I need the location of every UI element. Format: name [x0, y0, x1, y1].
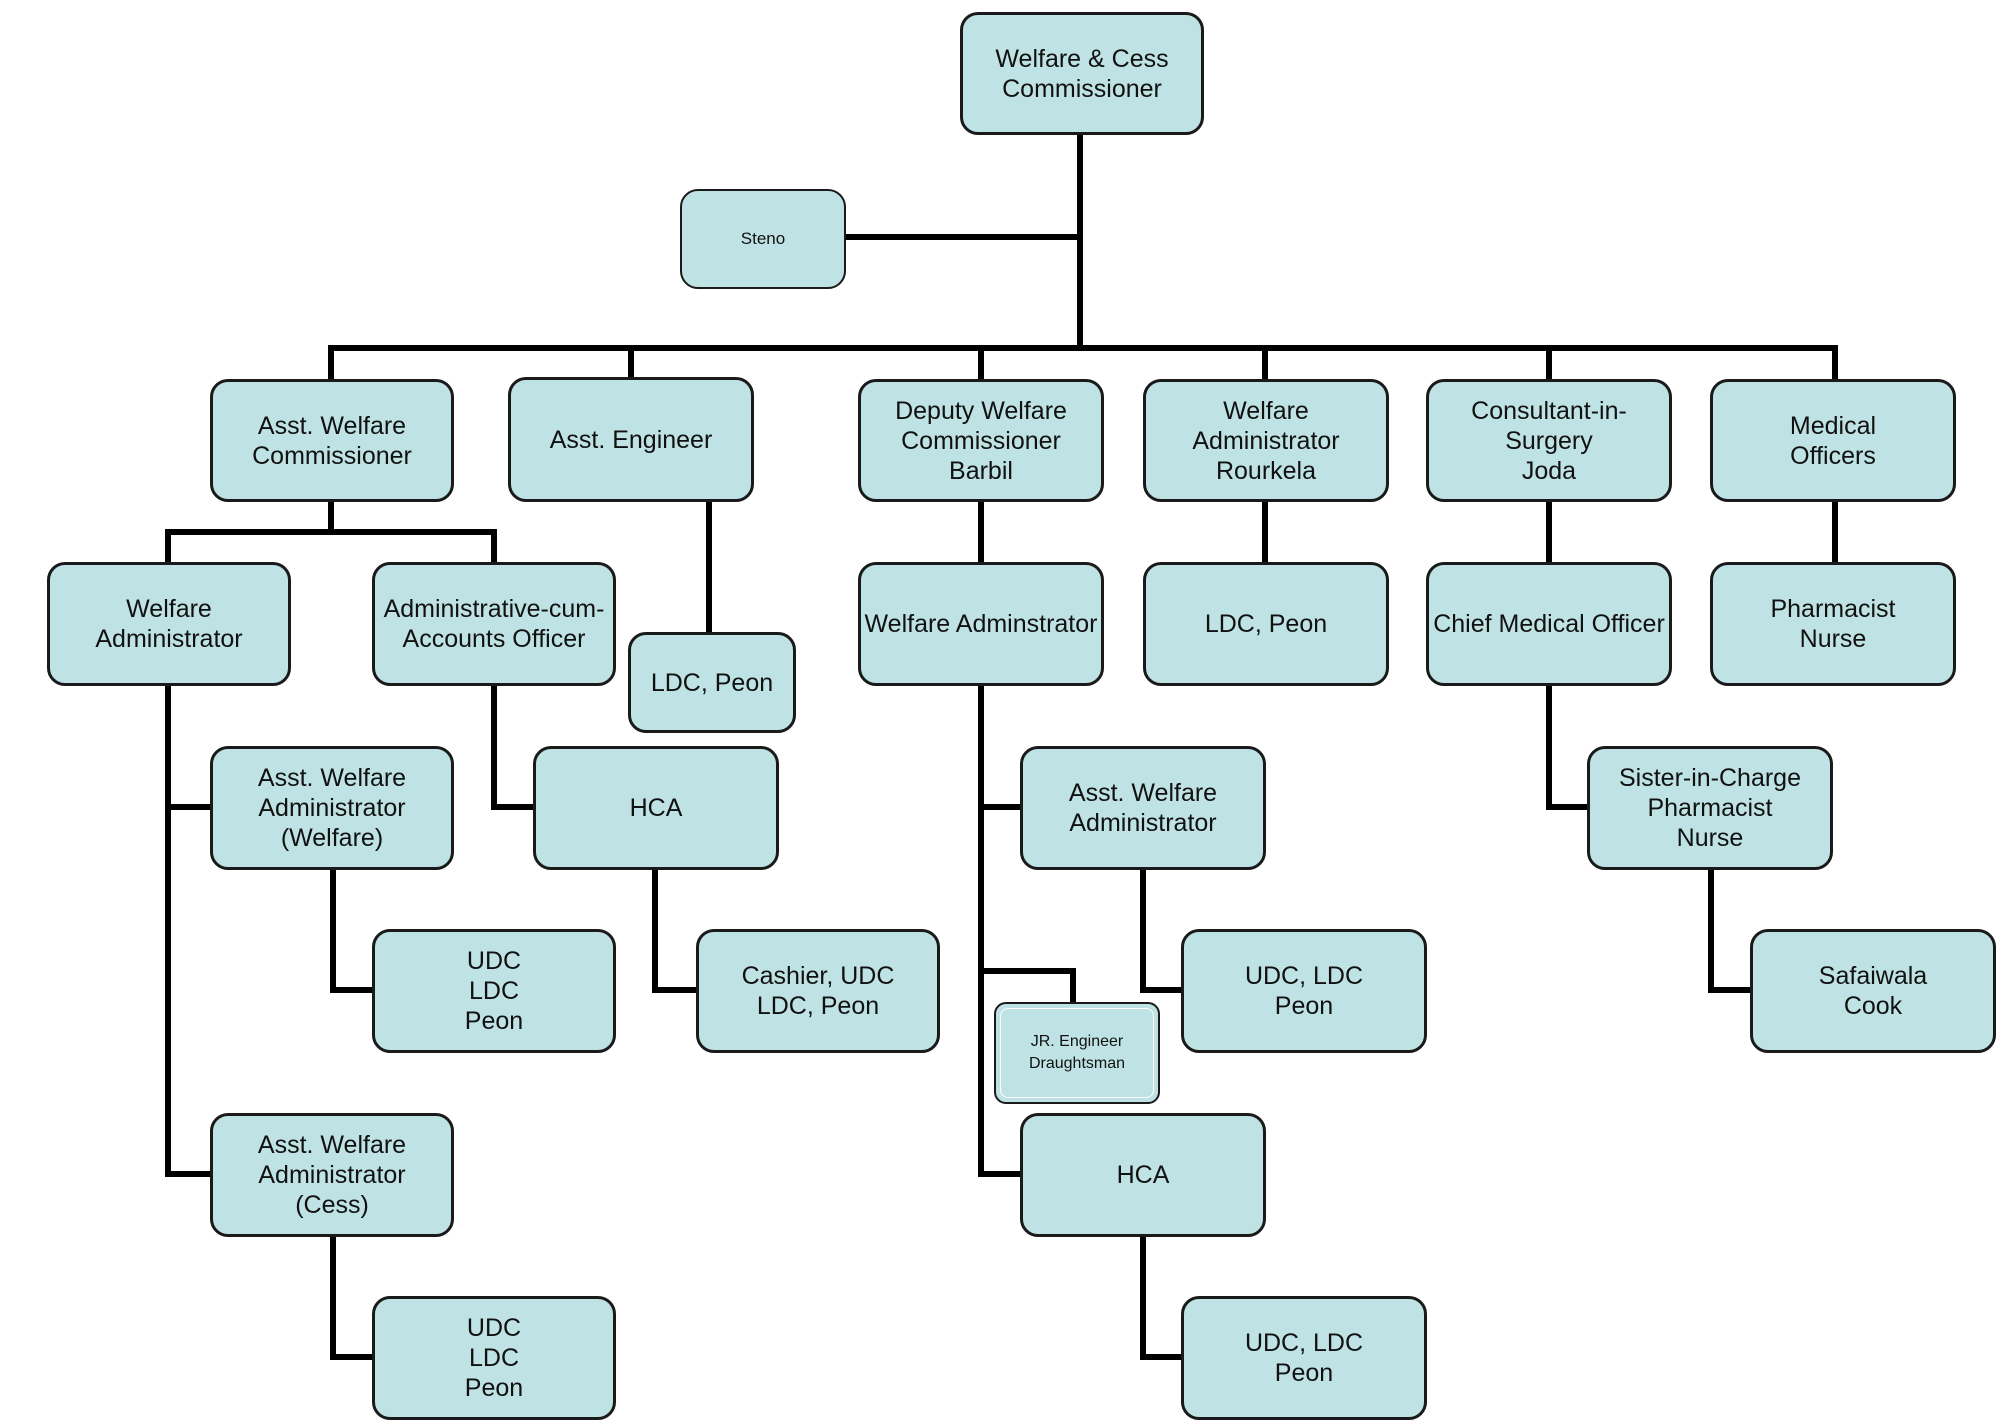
connector-barbil-awa-staff [1140, 865, 1186, 993]
node-asst-welfare-administrator-cess: Asst. Welfare Administrator (Cess) [210, 1113, 454, 1237]
node-pharmacist-nurse: Pharmacist Nurse [1710, 562, 1956, 686]
connector-hca-cashier [652, 865, 701, 993]
node-jr-engineer-draughtsman: JR. Engineer Draughtsman [994, 1002, 1160, 1104]
node-administrative-cum-accounts-officer: Administrative-cum- Accounts Officer [372, 562, 616, 686]
node-consultant-in-surgery: Consultant-in- Surgery Joda [1426, 379, 1672, 502]
node-welfare-cess-commissioner: Welfare & Cess Commissioner [960, 12, 1204, 135]
node-asst-welfare-administrator-welfare: Asst. Welfare Administrator (Welfare) [210, 746, 454, 870]
connector-aao-hca [491, 682, 538, 810]
connector-awa-cess-staff [330, 1232, 377, 1360]
node-safaiwala-cook: Safaiwala Cook [1750, 929, 1996, 1053]
node-engineer-ldc-peon: LDC, Peon [628, 632, 796, 733]
connector-awa-welfare-staff [330, 865, 377, 993]
node-steno: Steno [680, 189, 846, 289]
node-rourkela-ldc-peon: LDC, Peon [1143, 562, 1389, 686]
node-welfare-administrator-rourkela: Welfare Administrator Rourkela [1143, 379, 1389, 502]
connector-cmo-sister [1546, 682, 1592, 810]
connector-sister-safaiwala [1708, 865, 1755, 993]
node-sister-in-charge: Sister-in-Charge Pharmacist Nurse [1587, 746, 1833, 870]
node-udc-ldc-peon-barbil: UDC, LDC Peon [1181, 929, 1427, 1053]
connector-barbil-hca-staff [1140, 1232, 1186, 1360]
node-welfare-administrator: Welfare Administrator [47, 562, 291, 686]
node-cashier-udc-ldc-peon: Cashier, UDC LDC, Peon [696, 929, 940, 1053]
node-medical-officers: Medical Officers [1710, 379, 1956, 502]
node-hca-barbil: HCA [1020, 1113, 1266, 1237]
node-udc-ldc-peon-cess: UDC LDC Peon [372, 1296, 616, 1420]
node-deputy-welfare-commissioner: Deputy Welfare Commissioner Barbil [858, 379, 1104, 502]
node-asst-welfare-commissioner: Asst. Welfare Commissioner [210, 379, 454, 502]
node-chief-medical-officer: Chief Medical Officer [1426, 562, 1672, 686]
node-welfare-adminstrator-barbil: Welfare Adminstrator [858, 562, 1104, 686]
connector-wa-trunk [165, 682, 215, 1177]
node-asst-welfare-administrator-barbil: Asst. Welfare Administrator [1020, 746, 1266, 870]
connector-barbil-jr-engineer [982, 968, 1076, 1006]
node-hca-accounts: HCA [533, 746, 779, 870]
node-asst-engineer: Asst. Engineer [508, 377, 754, 502]
node-udc-ldc-peon-hca: UDC, LDC Peon [1181, 1296, 1427, 1420]
connector-barbil-trunk [978, 682, 1025, 1177]
node-udc-ldc-peon-welfare: UDC LDC Peon [372, 929, 616, 1053]
